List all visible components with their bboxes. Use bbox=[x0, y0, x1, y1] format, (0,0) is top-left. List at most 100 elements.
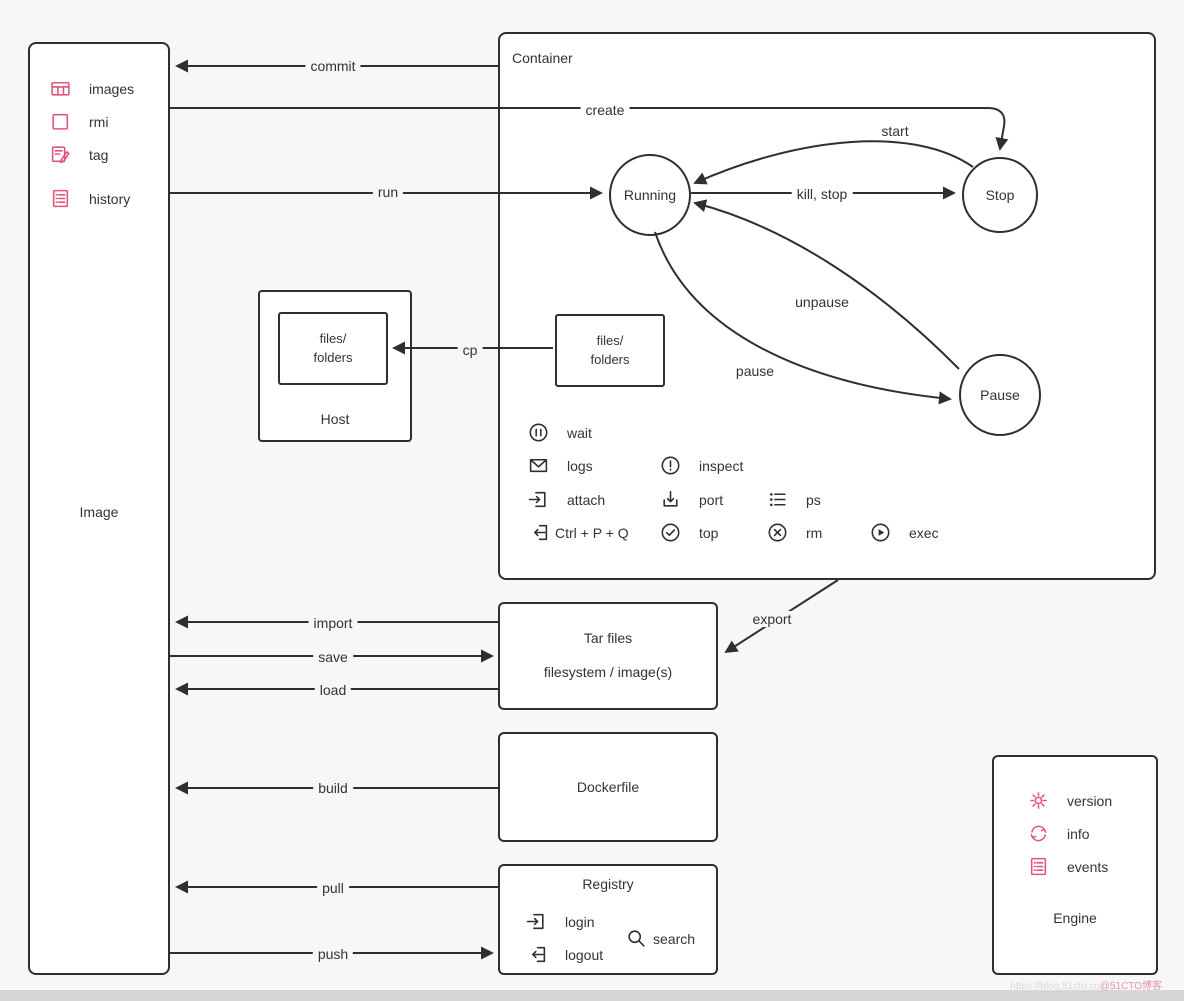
container-files-folders-box: files/ folders bbox=[555, 314, 665, 387]
info-icon bbox=[1030, 825, 1047, 842]
registry-item-label: login bbox=[565, 913, 595, 930]
edge-label-start: start bbox=[876, 123, 914, 139]
edge-label-pause: pause bbox=[730, 363, 780, 379]
image-item-label: images bbox=[89, 80, 135, 97]
engine-item-label: version bbox=[1067, 792, 1113, 809]
edge-label-export: export bbox=[747, 611, 797, 627]
command-ctrl-p-q: Ctrl + P + Q bbox=[528, 522, 629, 543]
host-panel: files/ folders Host bbox=[258, 290, 412, 442]
watermark-url: https://blog.51cto.co bbox=[1010, 981, 1100, 992]
engine-panel-title: Engine bbox=[1053, 910, 1097, 926]
state-label: Stop bbox=[985, 187, 1015, 203]
state-pause: Pause bbox=[959, 354, 1041, 436]
engine-item-label: events bbox=[1067, 858, 1109, 875]
edge-label-push: push bbox=[312, 946, 354, 962]
registry-item-logout: logout bbox=[526, 944, 603, 965]
command-exec: exec bbox=[870, 522, 939, 543]
engine-item-version: version bbox=[1028, 790, 1112, 811]
version-icon bbox=[1030, 792, 1047, 809]
command-label: logs bbox=[567, 457, 593, 474]
command-label: attach bbox=[567, 491, 606, 508]
command-label: inspect bbox=[699, 457, 744, 474]
command-ps: ps bbox=[767, 489, 821, 510]
registry-item-login: login bbox=[526, 911, 595, 932]
dockerfile-title: Dockerfile bbox=[576, 779, 640, 795]
edge-label-kill-stop: kill, stop bbox=[791, 186, 853, 202]
command-label: top bbox=[699, 524, 719, 541]
edge-label-unpause: unpause bbox=[790, 294, 854, 310]
edge-label-save: save bbox=[313, 649, 353, 665]
image-item-label: history bbox=[89, 190, 131, 207]
command-top: top bbox=[660, 522, 718, 543]
exec-icon bbox=[871, 523, 890, 542]
image-item-tag: tag bbox=[50, 144, 108, 165]
state-running: Running bbox=[609, 154, 691, 236]
events-icon bbox=[1030, 857, 1047, 876]
watermark-handle: @51CTO博客 bbox=[1099, 981, 1162, 992]
search-icon bbox=[628, 930, 645, 947]
engine-item-info: info bbox=[1028, 823, 1090, 844]
command-logs: logs bbox=[528, 455, 593, 476]
edge-label-build: build bbox=[313, 780, 353, 796]
registry-item-label: logout bbox=[565, 946, 604, 963]
command-attach: attach bbox=[528, 489, 605, 510]
registry-panel-title: Registry bbox=[582, 876, 634, 892]
images-icon bbox=[51, 81, 70, 96]
tar-files-line1: Tar files bbox=[583, 630, 633, 646]
registry-panel: Registry login logout search bbox=[498, 864, 718, 975]
image-panel-title: Image bbox=[79, 504, 119, 520]
edge-label-run: run bbox=[372, 184, 404, 200]
image-item-images: images bbox=[50, 78, 134, 99]
ps-icon bbox=[770, 493, 786, 507]
rmi-icon bbox=[52, 113, 69, 130]
engine-item-events: events bbox=[1028, 856, 1108, 877]
tag-icon bbox=[51, 146, 70, 163]
command-label: exec bbox=[909, 524, 939, 541]
edge-label-load: load bbox=[314, 682, 352, 698]
port-icon bbox=[663, 490, 678, 507]
registry-item-search: search bbox=[626, 928, 695, 949]
command-label: ps bbox=[806, 491, 821, 508]
history-icon bbox=[52, 189, 69, 208]
command-wait: wait bbox=[528, 422, 592, 443]
container-panel-title: Container bbox=[512, 50, 573, 66]
image-item-history: history bbox=[50, 188, 130, 209]
registry-item-label: search bbox=[653, 930, 696, 947]
edge-label-import: import bbox=[308, 615, 358, 631]
host-files-folders-box: files/ folders bbox=[278, 312, 388, 385]
detach-icon bbox=[534, 524, 548, 541]
top-icon bbox=[661, 523, 680, 542]
edge-label-create: create bbox=[580, 102, 630, 118]
edge-label-cp: cp bbox=[457, 342, 483, 358]
state-label: Running bbox=[623, 187, 677, 203]
attach-icon bbox=[528, 491, 546, 508]
command-inspect: inspect bbox=[660, 455, 743, 476]
state-label: Pause bbox=[980, 387, 1020, 403]
inspect-icon bbox=[661, 456, 680, 475]
state-stop: Stop bbox=[962, 157, 1038, 233]
dockerfile-panel: Dockerfile bbox=[498, 732, 718, 842]
login-icon bbox=[526, 913, 544, 930]
image-item-label: rmi bbox=[89, 113, 109, 130]
image-panel: images rmi tag history Image bbox=[28, 42, 170, 975]
engine-item-label: info bbox=[1067, 825, 1090, 842]
logout-icon bbox=[532, 946, 546, 963]
bottom-bar bbox=[0, 990, 1184, 1001]
tar-files-panel: Tar files filesystem / image(s) bbox=[498, 602, 718, 710]
watermark: https://blog.51cto.co@51CTO博客 bbox=[1010, 977, 1162, 992]
command-port: port bbox=[660, 489, 723, 510]
image-item-label: tag bbox=[89, 146, 109, 163]
edge-label-commit: commit bbox=[305, 58, 361, 74]
command-label: Ctrl + P + Q bbox=[555, 524, 629, 541]
edge-label-pull: pull bbox=[317, 880, 349, 896]
command-label: rm bbox=[806, 524, 823, 541]
command-label: port bbox=[699, 491, 724, 508]
command-rm: rm bbox=[767, 522, 822, 543]
logs-icon bbox=[529, 458, 548, 473]
tar-files-line2: filesystem / image(s) bbox=[543, 664, 673, 680]
image-item-rmi: rmi bbox=[50, 111, 108, 132]
command-label: wait bbox=[567, 424, 592, 441]
engine-panel: version info events Engine bbox=[992, 755, 1158, 975]
rm-icon bbox=[768, 523, 787, 542]
host-panel-title: Host bbox=[320, 411, 350, 427]
